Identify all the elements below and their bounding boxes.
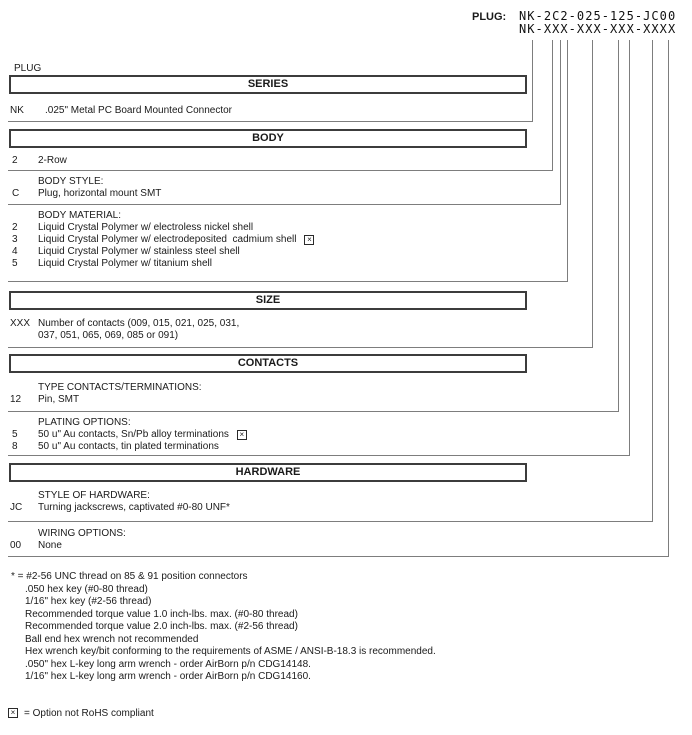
option-desc: 50 u" Au contacts, Sn/Pb alloy terminati…: [38, 429, 247, 440]
option-desc: Liquid Crystal Polymer w/ electroless ni…: [38, 222, 254, 233]
leader-line-body-style: [560, 40, 561, 205]
rule-body-material: [8, 281, 568, 282]
option-desc-line1: Number of contacts (009, 015, 021, 025, …: [38, 318, 240, 329]
rule-plating: [8, 455, 630, 456]
option-desc: Liquid Crystal Polymer w/ stainless stee…: [38, 246, 240, 257]
footnote-line: .050" hex L-key long arm wrench - order …: [25, 659, 311, 670]
option-desc: 2-Row: [38, 155, 67, 166]
rule-wiring: [8, 556, 669, 557]
leader-line-plating: [629, 40, 630, 456]
leader-line-wiring: [668, 40, 669, 557]
diagram-label-plug: PLUG: [14, 63, 42, 74]
part-number-example: NK-2C2-025-125-JC00: [519, 9, 677, 23]
leader-line-body-row: [552, 40, 553, 171]
subheading-plating: PLATING OPTIONS:: [38, 417, 131, 428]
option-code: 3: [12, 234, 18, 245]
section-header-hardware: HARDWARE: [9, 463, 527, 482]
footnote-line: 1/16" hex key (#2-56 thread): [25, 596, 152, 607]
not-rohs-icon: ×: [304, 235, 315, 245]
footnote-line: Recommended torque value 2.0 inch-lbs. m…: [25, 621, 298, 632]
option-code: XXX: [10, 318, 31, 329]
plug-label: PLUG:: [472, 11, 507, 23]
footnote-line: Ball end hex wrench not recommended: [25, 634, 199, 645]
option-code: NK: [10, 105, 24, 116]
not-rohs-icon: ×: [236, 430, 247, 440]
footnote-line: Recommended torque value 1.0 inch-lbs. m…: [25, 609, 298, 620]
rule-size: [8, 347, 593, 348]
option-desc: Turning jackscrews, captivated #0-80 UNF…: [38, 502, 230, 513]
rule-body-style: [8, 204, 561, 205]
subheading-body-style: BODY STYLE:: [38, 176, 104, 187]
leader-line-contact-type: [618, 40, 619, 412]
footnote-lead: * = #2-56 UNC thread on 85 & 91 position…: [11, 571, 248, 582]
option-code: 12: [10, 394, 22, 405]
rule-body-row: [8, 170, 553, 171]
subheading-hardware-style: STYLE OF HARDWARE:: [38, 490, 150, 501]
rule-series: [8, 121, 533, 122]
leader-line-hardware-style: [652, 40, 653, 522]
part-number-mask: NK-XXX-XXX-XXX-XXXX: [519, 22, 677, 36]
option-code: C: [12, 188, 20, 199]
option-code: 00: [10, 540, 22, 551]
subheading-body-material: BODY MATERIAL:: [38, 210, 121, 221]
option-desc-text: Liquid Crystal Polymer w/ electrodeposit…: [38, 234, 297, 245]
option-code: 8: [12, 441, 18, 452]
option-desc: Liquid Crystal Polymer w/ titanium shell: [38, 258, 212, 269]
section-header-series: SERIES: [9, 75, 527, 94]
leader-line-series: [532, 40, 533, 122]
rule-contact-type: [8, 411, 619, 412]
section-header-contacts: CONTACTS: [9, 354, 527, 373]
option-desc: Plug, horizontal mount SMT: [38, 188, 162, 199]
option-desc: 50 u" Au contacts, tin plated terminatio…: [38, 441, 219, 452]
option-desc: .025" Metal PC Board Mounted Connector: [45, 105, 232, 116]
option-code: 5: [12, 258, 18, 269]
subheading-contact-type: TYPE CONTACTS/TERMINATIONS:: [38, 382, 202, 393]
section-header-body: BODY: [9, 129, 527, 148]
section-header-size: SIZE: [9, 291, 527, 310]
option-code: 2: [12, 155, 18, 166]
option-desc-text: 50 u" Au contacts, Sn/Pb alloy terminati…: [38, 429, 229, 440]
footnote-line: Hex wrench key/bit conforming to the req…: [25, 646, 436, 657]
option-code: 4: [12, 246, 18, 257]
not-rohs-icon: ×: [8, 708, 18, 718]
option-desc: None: [38, 540, 62, 551]
footnote-line: .050 hex key (#0-80 thread): [25, 584, 148, 595]
subheading-wiring: WIRING OPTIONS:: [38, 528, 126, 539]
footnote-line: 1/16" hex L-key long arm wrench - order …: [25, 671, 311, 682]
option-desc: Pin, SMT: [38, 394, 80, 405]
rule-hardware-style: [8, 521, 653, 522]
rohs-legend-text: = Option not RoHS compliant: [24, 708, 154, 719]
option-desc: Liquid Crystal Polymer w/ electrodeposit…: [38, 234, 315, 245]
option-code: 2: [12, 222, 18, 233]
option-code: 5: [12, 429, 18, 440]
leader-line-body-material: [567, 40, 568, 282]
leader-line-size: [592, 40, 593, 348]
option-desc-line2: 037, 051, 065, 069, 085 or 091): [38, 330, 179, 341]
option-code: JC: [10, 502, 23, 513]
